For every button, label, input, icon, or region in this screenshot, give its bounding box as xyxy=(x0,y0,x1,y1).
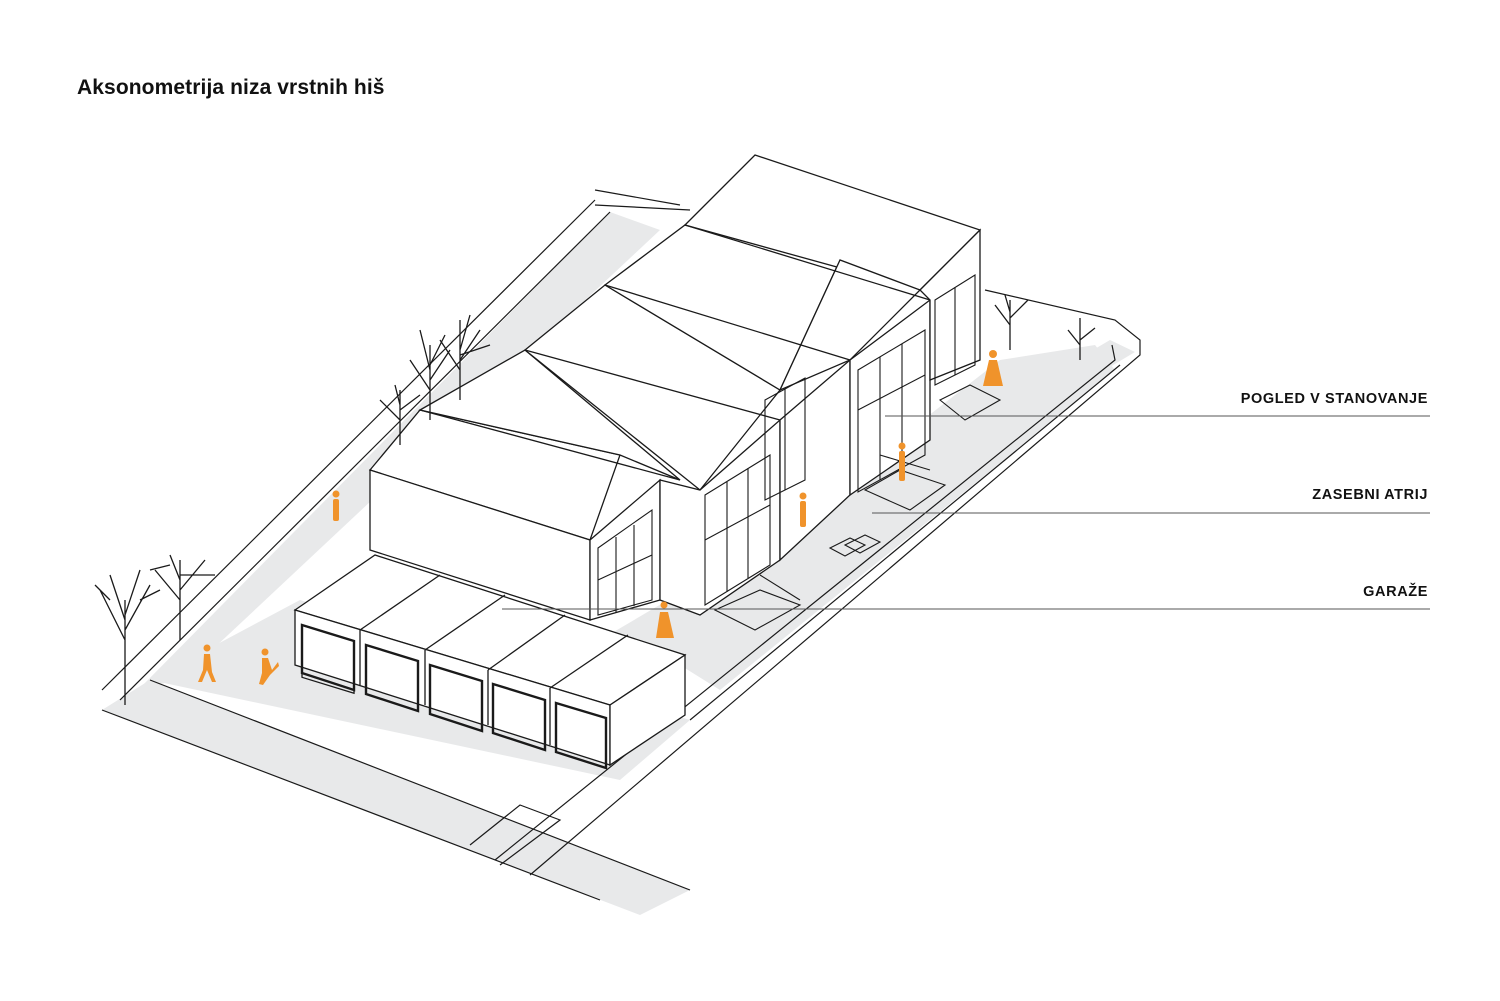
label-garaze: GARAŽE xyxy=(1363,584,1428,600)
label-zasebni-atrij: ZASEBNI ATRIJ xyxy=(1312,487,1428,503)
row-houses xyxy=(368,154,982,621)
front-sidewalk xyxy=(102,680,690,915)
site-lines xyxy=(101,189,1141,901)
label-pogled-v-stanovanje: POGLED V STANOVANJE xyxy=(1240,391,1428,407)
atrium-strip xyxy=(640,345,1115,690)
garage-block xyxy=(293,554,687,767)
person-figure-icon xyxy=(198,350,1003,685)
diagram-title: Aksonometrija niza vrstnih hiš xyxy=(77,76,385,99)
garage-doors xyxy=(300,623,608,770)
windows xyxy=(597,274,976,616)
leader-lines xyxy=(502,415,1430,610)
bare-tree-icon xyxy=(94,294,1096,705)
